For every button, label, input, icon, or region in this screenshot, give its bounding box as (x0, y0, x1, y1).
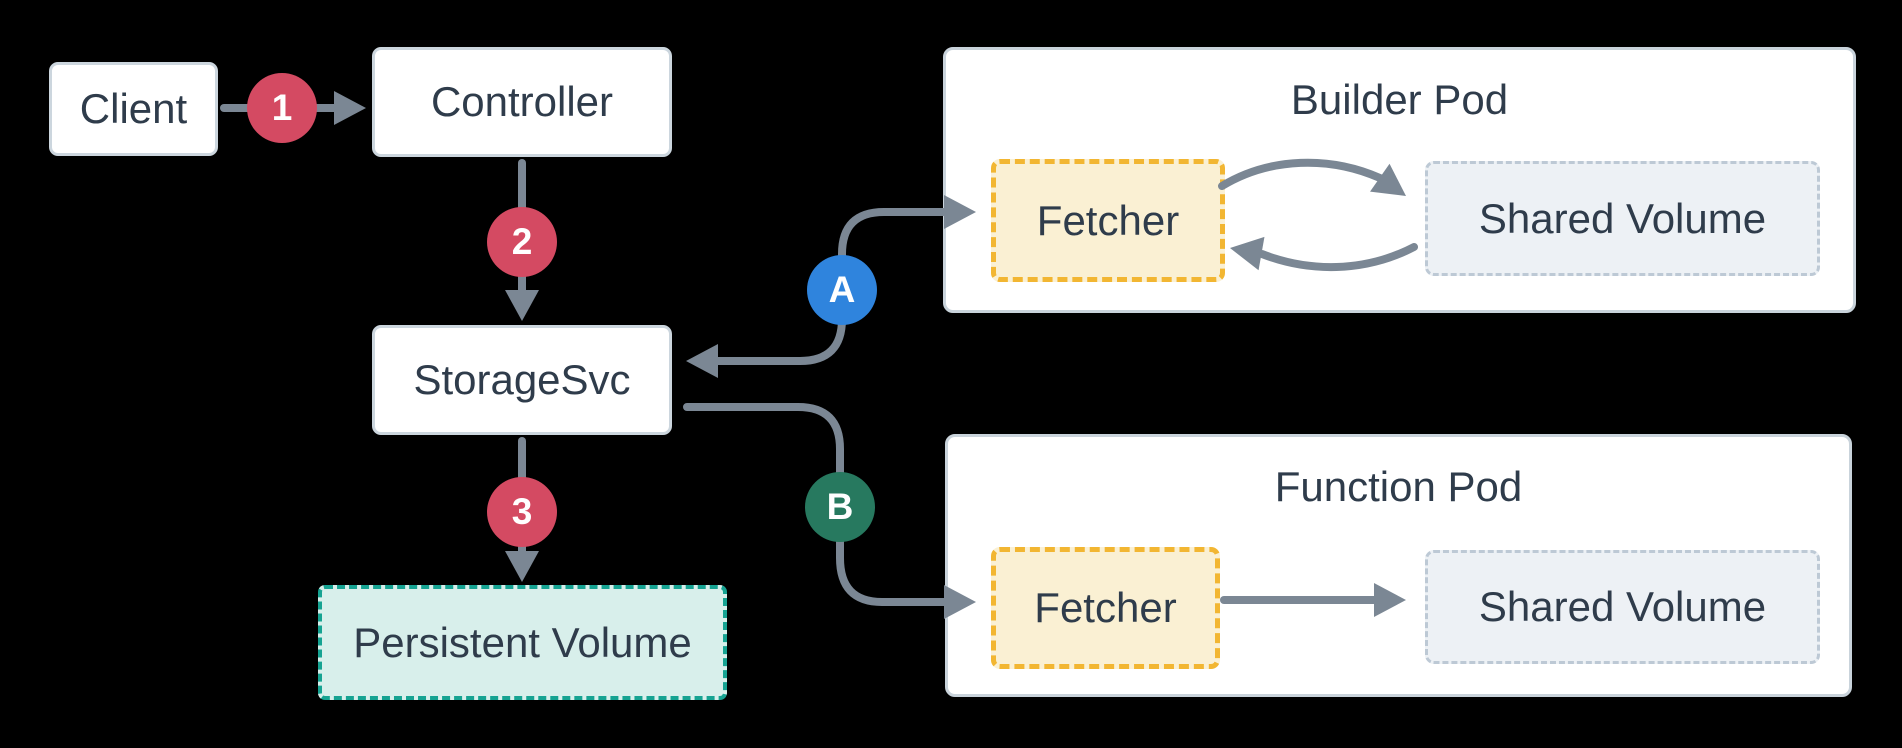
builder-shared-volume-label: Shared Volume (1478, 194, 1767, 242)
function-pod: Function Pod Fetcher Shared Volume (945, 434, 1852, 697)
controller-label: Controller (430, 78, 614, 125)
arrowhead-into-storagesvc-top (505, 290, 539, 321)
builder-pod-title: Builder Pod (1290, 76, 1509, 123)
client-node: Client (49, 62, 218, 156)
persistent-volume-node: Persistent Volume (318, 585, 727, 700)
function-fetcher-label: Fetcher (1034, 584, 1177, 631)
step-badge-1: 1 (247, 73, 317, 143)
builder-pod: Builder Pod Fetcher Shared Volume (943, 47, 1856, 313)
controller-node: Controller (372, 47, 672, 157)
step-badge-3: 3 (487, 477, 557, 547)
builder-fetcher-label: Fetcher (1036, 196, 1180, 244)
persistent-volume-label: Persistent Volume (353, 618, 692, 666)
function-pod-title: Function Pod (1274, 463, 1523, 510)
storagesvc-node: StorageSvc (372, 325, 672, 435)
storagesvc-label: StorageSvc (413, 356, 631, 403)
function-fetcher-node: Fetcher (991, 547, 1220, 669)
function-shared-volume-node: Shared Volume (1425, 550, 1820, 664)
client-label: Client (79, 85, 188, 132)
arrowhead-into-controller (334, 91, 366, 125)
arrowhead-into-storagesvc-right (686, 344, 718, 378)
builder-shared-volume-node: Shared Volume (1425, 161, 1820, 276)
step-badge-2: 2 (487, 207, 557, 277)
builder-fetcher-node: Fetcher (991, 159, 1225, 282)
function-shared-volume-label: Shared Volume (1478, 583, 1767, 630)
flow-badge-b: B (805, 472, 875, 542)
arrowhead-into-persistent-volume (505, 551, 539, 582)
flow-badge-a: A (807, 255, 877, 325)
